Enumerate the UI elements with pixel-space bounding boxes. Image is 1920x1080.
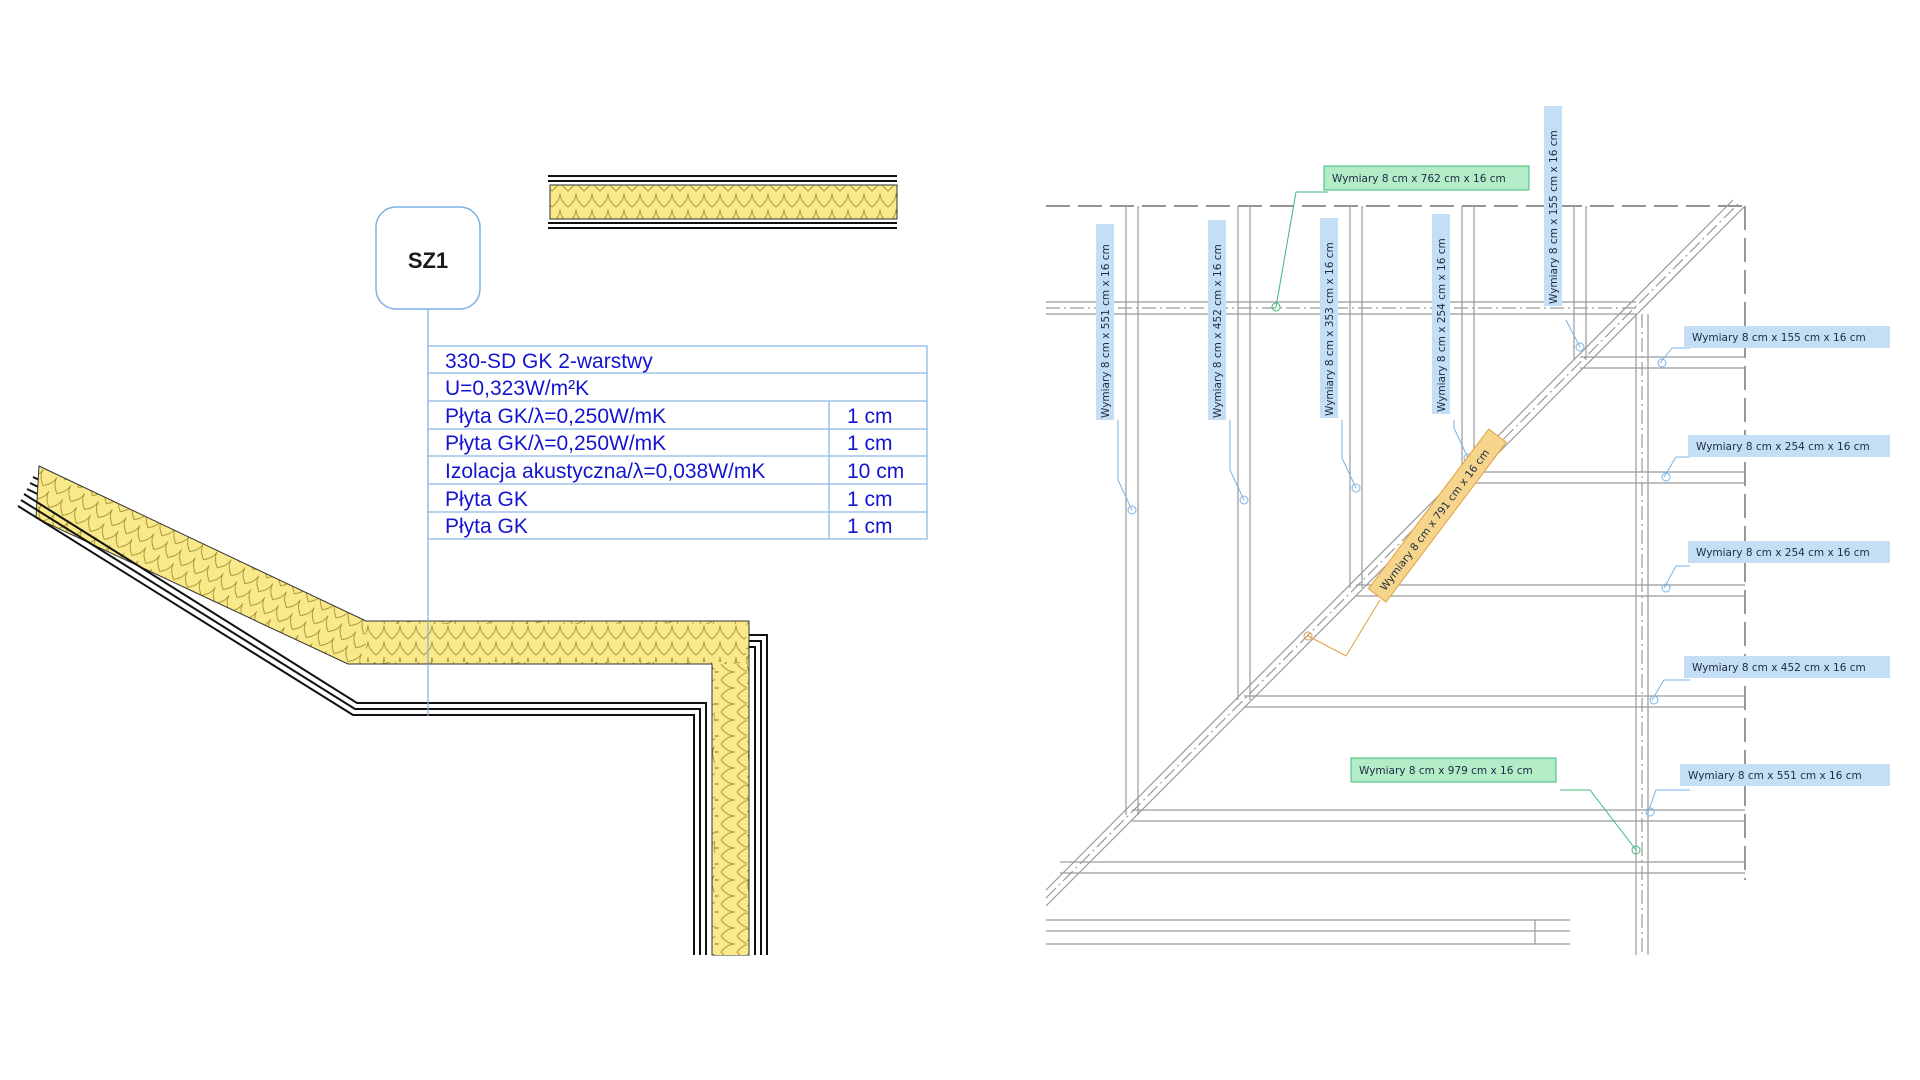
dimension-label-right[interactable]: Wymiary 8 cm x 551 cm x 16 cm [1680,764,1890,786]
wall-tag-label: SZ1 [408,248,448,273]
spec-layer-name: Płyta GK [445,488,528,511]
dimension-label-text: Wymiary 8 cm x 155 cm x 16 cm [1692,332,1866,344]
spec-layer-thickness: 1 cm [847,405,893,428]
dimension-label-right[interactable]: Wymiary 8 cm x 254 cm x 16 cm [1688,541,1890,563]
spec-layer-name: Płyta GK [445,515,528,538]
spec-layer-thickness: 1 cm [847,515,893,538]
dimension-label-text: Wymiary 8 cm x 551 cm x 16 cm [1688,770,1862,782]
wall-tag[interactable]: SZ1 [375,206,481,310]
dimension-label-vertical[interactable]: Wymiary 8 cm x 155 cm x 16 cm [1544,106,1562,306]
dimension-label-vertical[interactable]: Wymiary 8 cm x 551 cm x 16 cm [1096,224,1114,420]
dimension-label-text: Wymiary 8 cm x 254 cm x 16 cm [1696,547,1870,559]
spec-layer-thickness: 1 cm [847,488,893,511]
wall-legend-sample [548,175,898,229]
label-leaders [1117,191,1690,851]
dimension-label-right[interactable]: Wymiary 8 cm x 254 cm x 16 cm [1688,435,1890,457]
spec-layer-name: Izolacja akustyczna/λ=0,038W/mK [445,460,765,483]
spec-layer-name: Płyta GK/λ=0,250W/mK [445,405,666,428]
dimension-label-text: Wymiary 8 cm x 353 cm x 16 cm [1324,242,1336,416]
spec-u-value: U=0,323W/m²K [445,377,589,400]
spec-layer-name: Płyta GK/λ=0,250W/mK [445,432,666,455]
dimension-label-text: Wymiary 8 cm x 254 cm x 16 cm [1696,441,1870,453]
dimension-label-text: Wymiary 8 cm x 155 cm x 16 cm [1548,130,1560,304]
dimension-label-bottom[interactable]: Wymiary 8 cm x 979 cm x 16 cm [1350,757,1557,783]
dimension-label-text: Wymiary 8 cm x 979 cm x 16 cm [1359,765,1533,777]
dimension-label-vertical[interactable]: Wymiary 8 cm x 254 cm x 16 cm [1432,214,1450,414]
dimension-label-text: Wymiary 8 cm x 452 cm x 16 cm [1212,244,1224,418]
dimension-label-vertical[interactable]: Wymiary 8 cm x 452 cm x 16 cm [1208,220,1226,420]
dimension-label-top[interactable]: Wymiary 8 cm x 762 cm x 16 cm [1323,165,1530,191]
dimension-label-right[interactable]: Wymiary 8 cm x 155 cm x 16 cm [1684,326,1890,348]
spec-title: 330-SD GK 2-warstwy [445,350,653,373]
spec-layer-thickness: 10 cm [847,460,904,483]
dimension-label-diagonal[interactable]: Wymiary 8 cm x 791 cm x 16 cm [1367,428,1508,603]
dimension-label-vertical[interactable]: Wymiary 8 cm x 353 cm x 16 cm [1320,218,1338,418]
dimension-label-text: Wymiary 8 cm x 551 cm x 16 cm [1100,244,1112,418]
leader-markers [1127,302,1671,855]
dimension-label-text: Wymiary 8 cm x 452 cm x 16 cm [1692,662,1866,674]
wall-spec-table [427,345,928,540]
dimension-label-text: Wymiary 8 cm x 254 cm x 16 cm [1436,238,1448,412]
dimension-label-text: Wymiary 8 cm x 762 cm x 16 cm [1332,173,1506,185]
spec-layer-thickness: 1 cm [847,432,893,455]
dimension-label-text: Wymiary 8 cm x 791 cm x 16 cm [1378,447,1492,593]
dimension-label-right[interactable]: Wymiary 8 cm x 452 cm x 16 cm [1684,656,1890,678]
wall-section [17,465,768,956]
